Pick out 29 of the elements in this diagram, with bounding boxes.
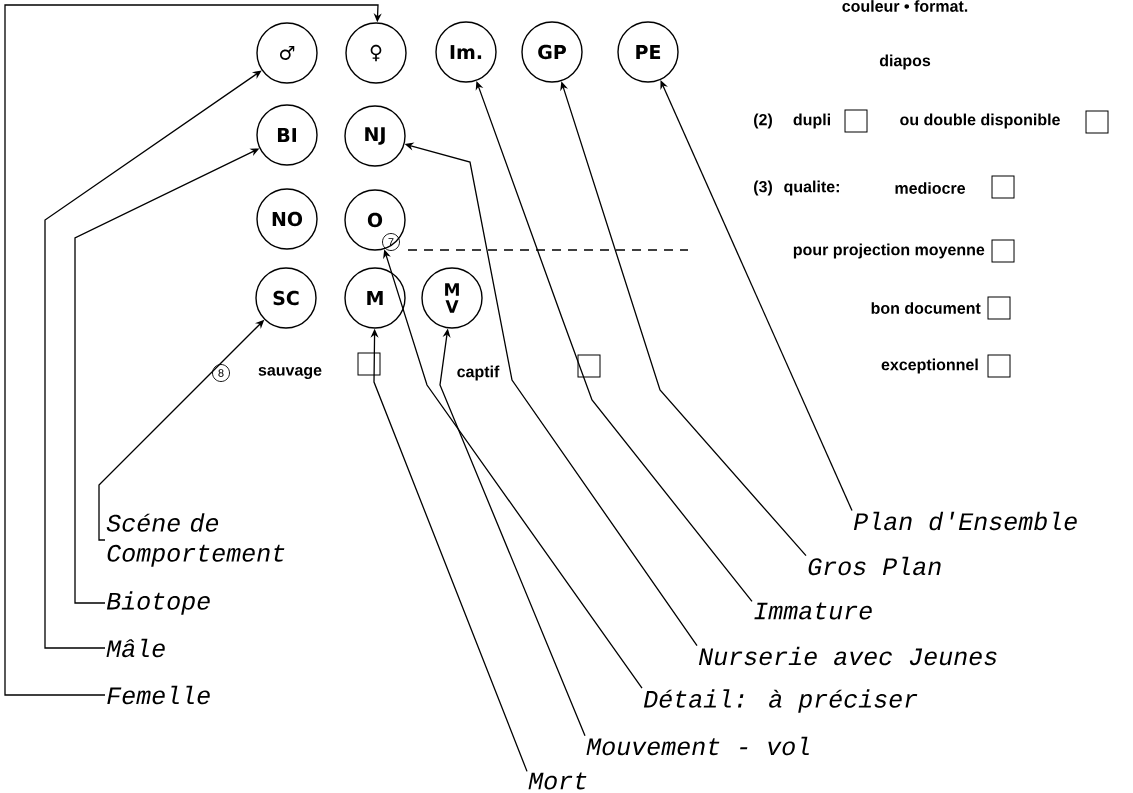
form-text: bon document — [871, 302, 981, 314]
form-text: exceptionnel — [881, 358, 978, 374]
form-text: (3) — [754, 180, 772, 196]
leader-text: Femelle — [107, 685, 210, 705]
leader-text: Immature — [754, 602, 872, 620]
form-text: sauvage — [258, 367, 322, 379]
form-text: couleur • format. — [842, 0, 968, 12]
leader-text: Scéne de Comportement — [106, 513, 285, 567]
form-text: (2) — [754, 113, 772, 129]
leader-arrow — [44, 70, 262, 649]
leader-text: Nurserie avec Jeunes — [698, 646, 997, 666]
leader-text: Gros Plan — [808, 556, 941, 576]
form-text: pour projection moyenne — [793, 243, 985, 259]
form-text: mediocre — [895, 182, 965, 194]
leader-text: Plan d'Ensemble — [853, 511, 1077, 531]
leader-text: Détail: à préciser — [643, 689, 918, 713]
form-text: ou double disponible — [900, 113, 1060, 129]
leader-arrow — [4, 4, 382, 696]
form-text: captif — [457, 365, 500, 381]
leader-text: Mort — [528, 772, 587, 790]
callout-number: 8 — [212, 364, 230, 382]
leader-text: Mouvement - vol — [586, 736, 809, 756]
form-text: qualite: — [784, 180, 839, 196]
leader-text: Mâle — [106, 638, 165, 658]
leader-arrow — [660, 80, 853, 512]
callout-number: 7 — [382, 233, 400, 251]
form-text: diapos — [879, 54, 931, 70]
form-text: dupli — [793, 113, 830, 129]
leader-text: Biotope — [106, 591, 210, 615]
